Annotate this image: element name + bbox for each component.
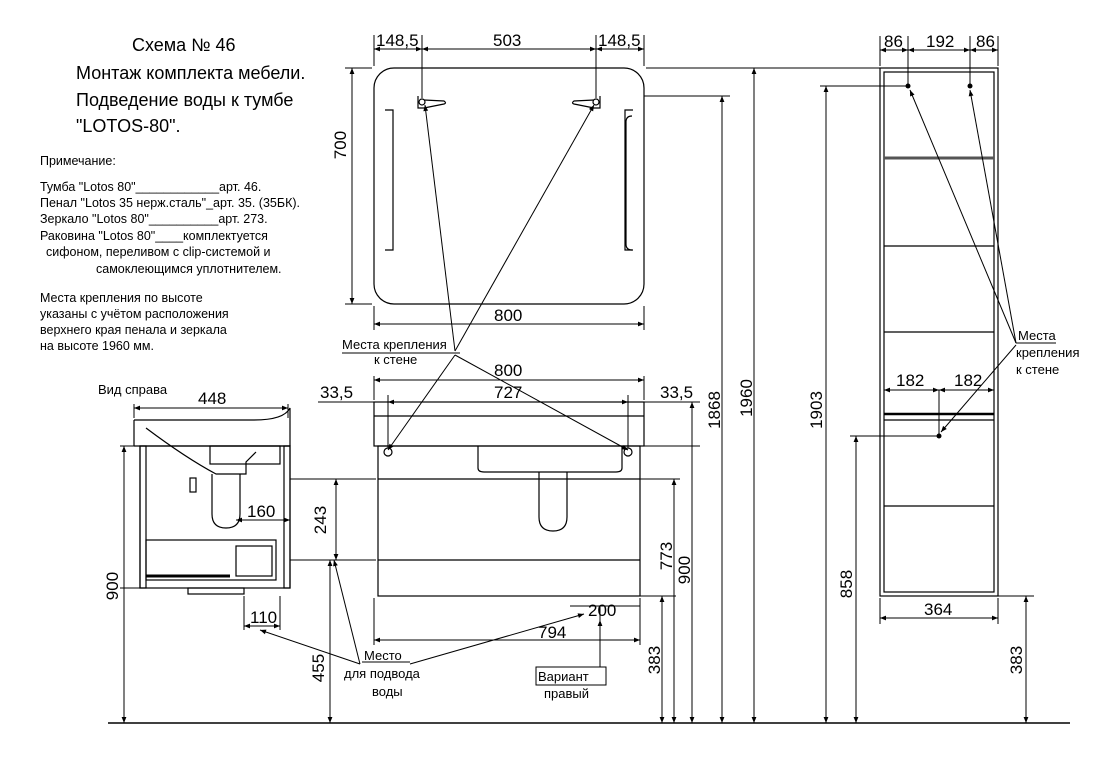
dim-side-110: 110 [250, 608, 277, 627]
notes-title: Примечание: [40, 154, 116, 168]
dim-side-448: 448 [198, 389, 226, 408]
mount-label-line1: Места крепления [342, 337, 447, 352]
dim-tall-182-left: 182 [896, 371, 924, 390]
dim-cabinet-900: 900 [675, 556, 694, 584]
dim-side-455: 455 [309, 654, 328, 682]
mount-leaders [342, 104, 629, 451]
side-view-dimensions [120, 404, 376, 723]
note-line-1: Тумба "Lotos 80"____________арт. 46. [40, 180, 262, 194]
dim-tall-858: 858 [837, 570, 856, 598]
tall-mount-label-line3: к стене [1016, 362, 1059, 377]
mirror-dimensions [345, 35, 645, 330]
dim-cabinet-inner: 727 [494, 383, 522, 402]
side-view-label: Вид справа [98, 382, 168, 397]
title-line2: Подведение воды к тумбе [76, 90, 294, 110]
dim-mirror-width: 800 [494, 306, 522, 325]
mount-note-2: указаны с учётом расположения [40, 307, 229, 321]
dim-cabinet-right: 33,5 [660, 383, 693, 402]
dim-mirror-mid: 503 [493, 31, 521, 50]
side-view-cabinet [133, 407, 291, 595]
dim-tall-1903: 1903 [807, 391, 826, 429]
dim-cabinet-left: 33,5 [320, 383, 353, 402]
mount-note-1: Места крепления по высоте [40, 291, 203, 305]
mirror [373, 67, 645, 305]
tall-mount-label-line1: Места [1018, 328, 1057, 343]
title-line3: "LOTOS-80". [76, 116, 181, 136]
dim-tall-364: 364 [924, 600, 952, 619]
variant-label-line2: правый [544, 686, 589, 701]
tall-mount-label-line2: крепления [1016, 345, 1079, 360]
dim-tall-86-right: 86 [976, 32, 995, 51]
dim-cabinet-width: 800 [494, 361, 522, 380]
dim-cabinet-200: 200 [588, 601, 616, 620]
dim-mirror-right: 148,5 [598, 31, 641, 50]
note-line-5: сифоном, переливом с clip-системой и [46, 245, 271, 259]
dim-height-1960: 1960 [737, 379, 756, 417]
dim-cabinet-794: 794 [538, 623, 566, 642]
title-line1: Монтаж комплекта мебели. [76, 63, 306, 83]
dim-side-900: 900 [103, 572, 122, 600]
variant-leader [535, 620, 607, 686]
water-label-line2: для подвода [344, 666, 421, 681]
mount-note-4: на высоте 1960 мм. [40, 339, 154, 353]
water-label-line3: воды [372, 684, 403, 699]
tall-mount-leaders [909, 89, 1056, 433]
dim-mirror-height: 700 [331, 131, 350, 159]
dim-tall-383: 383 [1007, 646, 1026, 674]
water-label-line1: Место [364, 648, 402, 663]
dim-tall-192: 192 [926, 32, 954, 51]
water-leaders [259, 559, 585, 665]
cabinet-dimensions [318, 67, 880, 723]
scheme-number: Схема № 46 [132, 35, 236, 55]
dim-side-160: 160 [247, 502, 275, 521]
dim-mirror-left: 148,5 [376, 31, 419, 50]
note-line-2: Пенал "Lotos 35 нерж.сталь"_арт. 35. (35… [40, 196, 300, 210]
cabinet-front [373, 401, 645, 597]
note-line-6: самоклеющимся уплотнителем. [96, 262, 282, 276]
note-line-3: Зеркало "Lotos 80"__________арт. 273. [40, 212, 268, 226]
dim-tall-182-right: 182 [954, 371, 982, 390]
dim-cabinet-383: 383 [645, 646, 664, 674]
dim-height-1868: 1868 [705, 391, 724, 429]
tall-cabinet-dimensions [820, 36, 1034, 723]
dim-cabinet-773: 773 [657, 542, 676, 570]
dim-tall-86-left: 86 [884, 32, 903, 51]
note-line-4: Раковина "Lotos 80"____комплектуется [40, 229, 268, 243]
mount-label-line2: к стене [374, 352, 417, 367]
dim-side-243: 243 [311, 506, 330, 534]
variant-label-line1: Вариант [538, 669, 589, 684]
mount-note-3: верхнего края пенала и зеркала [40, 323, 227, 337]
tall-cabinet-mount-points [905, 83, 973, 439]
